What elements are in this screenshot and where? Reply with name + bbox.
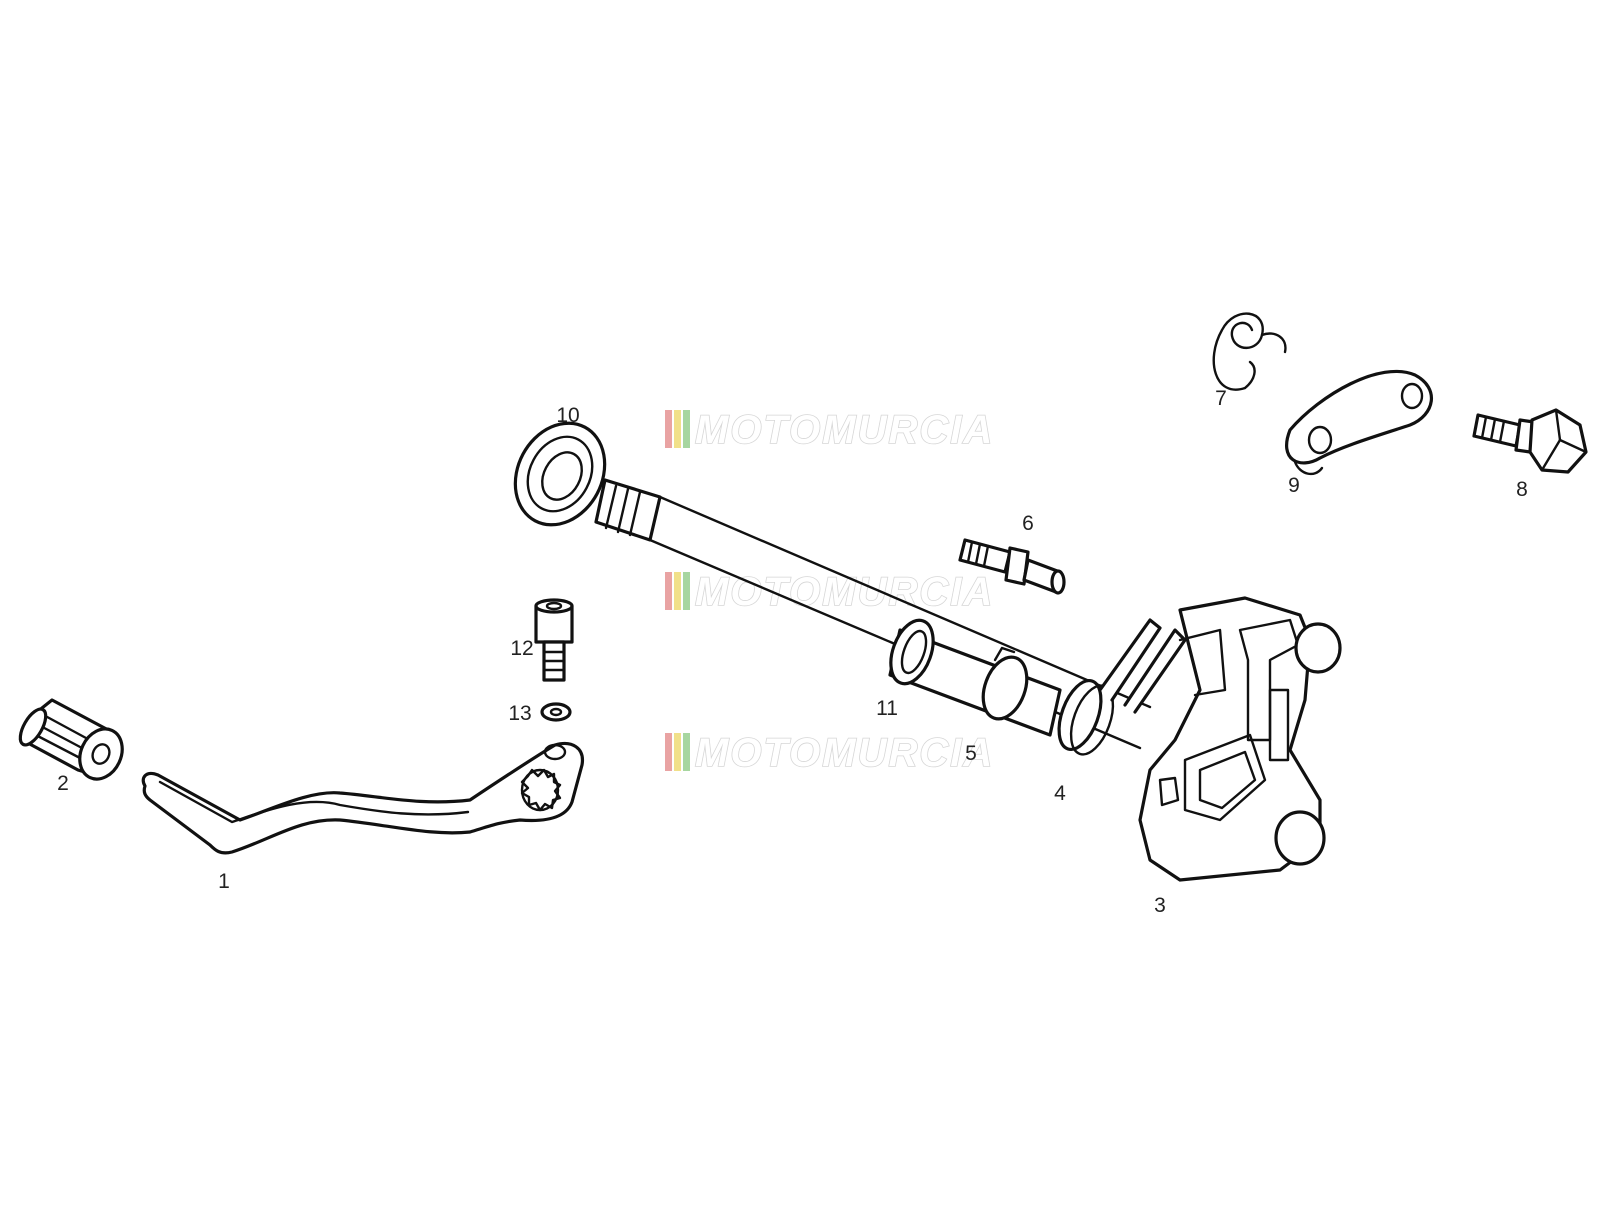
callout-10: 10 bbox=[556, 404, 579, 427]
part-8-bolt bbox=[1472, 408, 1588, 474]
callout-4: 4 bbox=[1054, 782, 1066, 805]
callout-3: 3 bbox=[1154, 894, 1166, 917]
watermark-stripe bbox=[683, 733, 690, 771]
callout-7: 7 bbox=[1215, 387, 1227, 410]
callout-5: 5 bbox=[965, 742, 977, 765]
part-4-spring bbox=[1057, 618, 1187, 756]
watermark-stripe bbox=[665, 410, 672, 448]
watermark-text: MOTOMURCIA bbox=[695, 408, 994, 452]
watermark-stripe bbox=[674, 733, 681, 771]
watermark-stripe bbox=[674, 410, 681, 448]
callout-12: 12 bbox=[510, 637, 533, 660]
watermark-top: MOTOMURCIA bbox=[665, 407, 994, 453]
watermark-stripe bbox=[665, 572, 672, 610]
watermark-bottom: MOTOMURCIA bbox=[665, 730, 994, 776]
watermark-stripe bbox=[683, 410, 690, 448]
callout-6: 6 bbox=[1022, 512, 1034, 535]
part-7-spring-clip bbox=[1212, 312, 1287, 391]
callout-13: 13 bbox=[508, 702, 531, 725]
part-1-gear-lever bbox=[141, 742, 584, 855]
callout-8: 8 bbox=[1516, 478, 1528, 501]
watermark-text: MOTOMURCIA bbox=[695, 731, 994, 775]
watermark-stripe bbox=[665, 733, 672, 771]
part-3-selector-plate bbox=[1138, 596, 1342, 882]
part-6-stud bbox=[958, 538, 1066, 595]
callout-11: 11 bbox=[876, 697, 898, 720]
callout-9: 9 bbox=[1288, 474, 1300, 497]
watermark-stripe bbox=[674, 572, 681, 610]
part-11-washer bbox=[889, 618, 935, 686]
callout-2: 2 bbox=[57, 772, 69, 795]
part-10-oil-seal bbox=[513, 421, 607, 527]
watermark-middle: MOTOMURCIA bbox=[665, 569, 993, 615]
part-9-lever bbox=[1285, 369, 1433, 476]
part-13-washer bbox=[540, 702, 572, 722]
part-12-bolt bbox=[534, 598, 574, 682]
callout-1: 1 bbox=[218, 870, 230, 893]
part-2-rubber-grip bbox=[18, 698, 124, 781]
watermark-stripe bbox=[683, 572, 690, 610]
part-5-circlip bbox=[981, 646, 1029, 721]
